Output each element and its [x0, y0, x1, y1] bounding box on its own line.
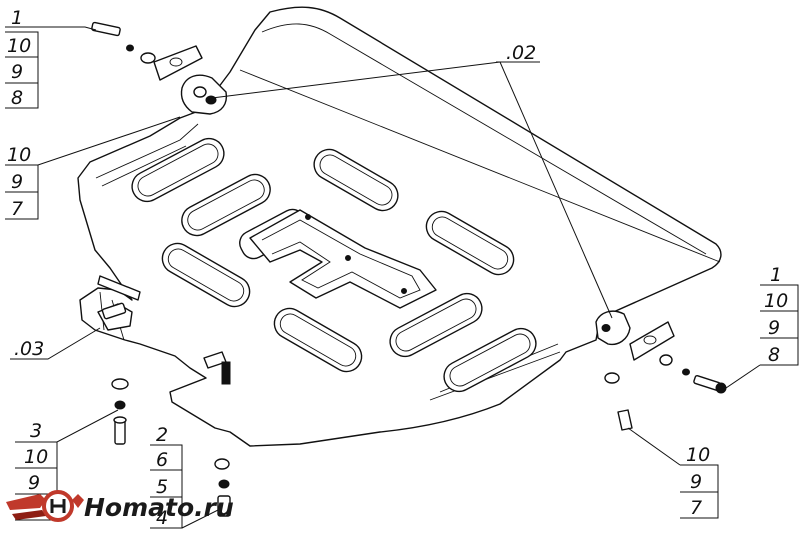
- callout-top-left-8: 8: [11, 87, 23, 109]
- callout-labels: 1 10 9 8 10 9 7 .02 .03 3 10 9 2 6 5 4 1…: [7, 7, 788, 529]
- callout-bottom-left-a-9: 9: [28, 472, 40, 494]
- vent-slots: [131, 137, 537, 393]
- logo-right-wing-icon: [72, 494, 84, 508]
- callout-mid-left-9: 9: [11, 171, 23, 193]
- bracket-left-03: [97, 275, 231, 385]
- bracket-top-left: [91, 21, 228, 115]
- callout-part-02: .02: [506, 42, 536, 64]
- callout-bottom-right-7: 7: [690, 497, 702, 519]
- callout-right-1: 1: [770, 264, 782, 286]
- logo-left-wing-icon: [6, 494, 46, 510]
- callout-bottom-left-b-5: 5: [156, 476, 168, 498]
- fasteners-bottom-left: [111, 378, 231, 517]
- callout-bottom-right-10: 10: [686, 444, 710, 466]
- callout-top-left-1: 1: [11, 7, 23, 29]
- callout-bottom-right-9: 9: [690, 471, 702, 493]
- callout-right-8: 8: [768, 344, 780, 366]
- callout-mid-left-7: 7: [11, 198, 23, 220]
- callout-bottom-left-b-6: 6: [156, 449, 168, 471]
- callout-bottom-left-b-2: 2: [156, 424, 168, 446]
- callout-bottom-left-a-10: 10: [24, 446, 48, 468]
- homato-logo: Homato.ru: [6, 490, 234, 522]
- leader-lines: [5, 26, 799, 529]
- logo-left-wing-lower-icon: [12, 510, 46, 520]
- callout-right-9: 9: [768, 317, 780, 339]
- callout-part-03: .03: [14, 338, 44, 360]
- callout-bottom-left-b-4: 4: [156, 507, 168, 529]
- callout-mid-left-10: 10: [7, 144, 31, 166]
- callout-right-10: 10: [764, 290, 788, 312]
- callout-top-left-10: 10: [7, 35, 31, 57]
- callout-top-left-9: 9: [11, 61, 23, 83]
- callout-bottom-left-a-3: 3: [30, 420, 42, 442]
- bracket-right: [595, 310, 727, 431]
- logo-text: Homato.ru: [84, 493, 234, 522]
- logo-emblem-h-icon: [50, 499, 66, 513]
